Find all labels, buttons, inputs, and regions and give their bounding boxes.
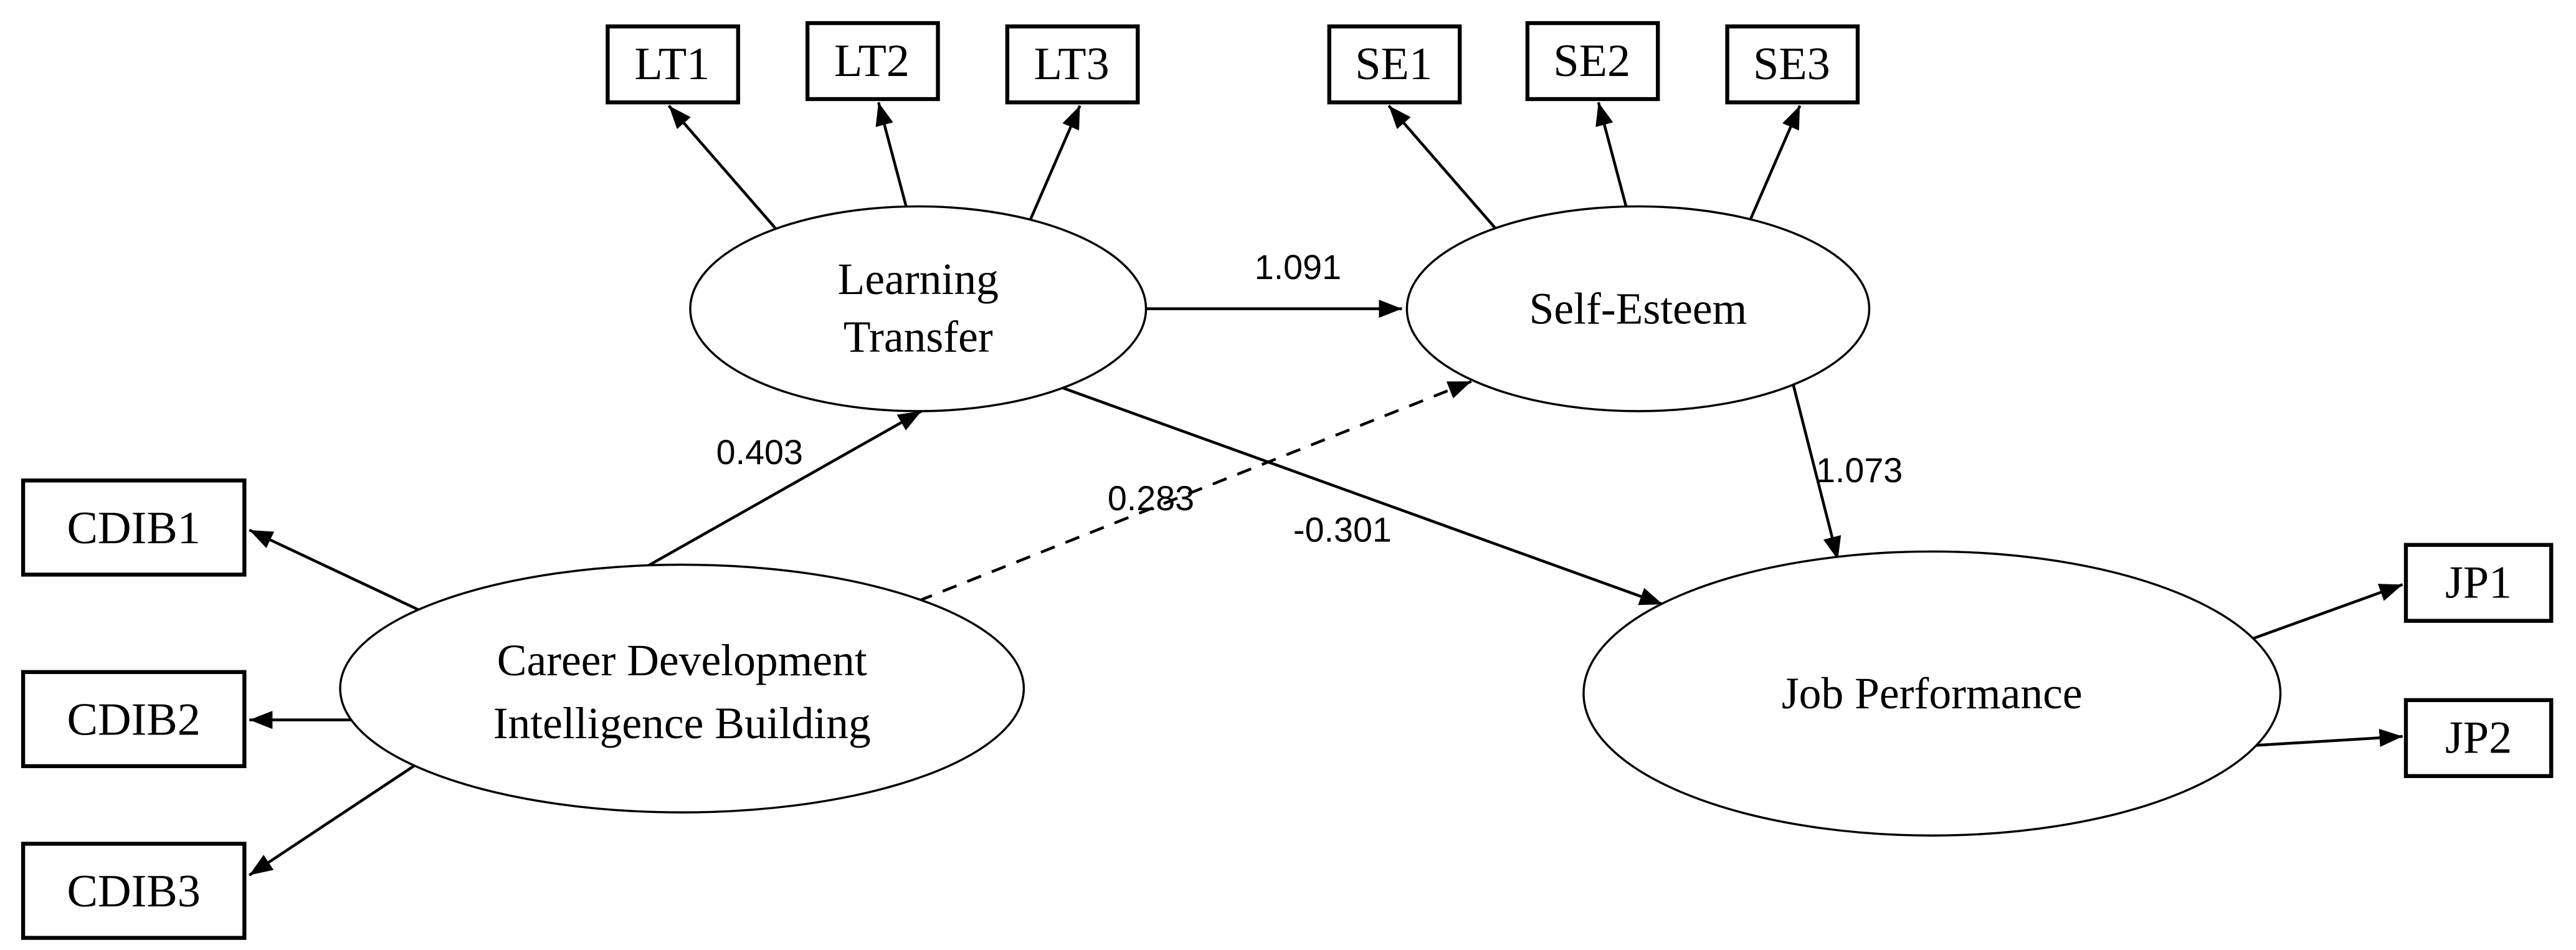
- cdib2-box: [21, 670, 247, 769]
- indicator-cdib1: CDIB1: [21, 478, 247, 577]
- indicator-se1: SE1: [1327, 24, 1462, 105]
- learning-transfer-ellipse: [689, 205, 1148, 412]
- lt2-label: LT2: [834, 36, 910, 87]
- cdib1-label: CDIB1: [67, 503, 201, 554]
- indicator-cdib3: CDIB3: [21, 842, 247, 940]
- se3-label: SE3: [1753, 39, 1830, 90]
- cdib2-label: CDIB2: [67, 695, 201, 746]
- arrow-se-to-se3: [1749, 105, 1802, 221]
- arrow-se-to-se1: [1387, 105, 1501, 234]
- lt3-label: LT3: [1034, 39, 1110, 90]
- path-se-to-jp: [1792, 384, 1842, 561]
- path-cdib-to-lt: [643, 410, 923, 569]
- cdib1-box: [21, 478, 247, 577]
- indicator-cdib2: CDIB2: [21, 670, 247, 769]
- coefficient-cdib-to-lt: 0.403: [716, 433, 803, 472]
- career-development-ellipse: [339, 563, 1025, 814]
- arrow-jp-to-jp2: [2239, 728, 2403, 748]
- indicator-lt3: LT3: [1005, 24, 1140, 105]
- jp1-label: JP1: [2445, 558, 2512, 609]
- coefficient-cdib-to-se: 0.283: [1108, 479, 1194, 518]
- latent-learning-transfer: Learning Transfer: [689, 205, 1148, 412]
- latent-career-development: Career Development Intelligence Building: [339, 563, 1025, 814]
- indicator-lt1: LT1: [606, 24, 741, 105]
- lt1-label: LT1: [634, 39, 710, 90]
- path-lt-to-jp: [1058, 385, 1663, 606]
- loading-arrows: [249, 102, 2403, 876]
- cdib3-box: [21, 842, 247, 940]
- structural-paths: 0.403 1.091 0.283 -0.301 1.073: [643, 248, 1903, 606]
- career-development-label-line1: Career Development: [497, 636, 867, 685]
- lt3-box: [1005, 24, 1140, 105]
- self-esteem-ellipse: [1405, 205, 1871, 412]
- jp2-label: JP2: [2445, 713, 2512, 764]
- se2-box: [1525, 21, 1660, 102]
- indicator-lt2: LT2: [805, 21, 940, 102]
- arrow-jp-to-jp1: [2241, 583, 2403, 644]
- se2-label: SE2: [1553, 36, 1630, 87]
- lt2-box: [805, 21, 940, 102]
- latent-job-performance: Job Performance: [1582, 550, 2282, 837]
- coefficient-se-to-jp: 1.073: [1816, 451, 1903, 490]
- arrow-se-to-se2: [1595, 102, 1628, 209]
- coefficient-lt-to-se: 1.091: [1255, 248, 1341, 287]
- job-performance-ellipse: [1582, 550, 2282, 837]
- job-performance-label: Job Performance: [1782, 669, 2083, 718]
- self-esteem-label: Self-Esteem: [1529, 285, 1747, 334]
- indicator-jp1: JP1: [2403, 543, 2554, 623]
- jp2-box: [2403, 698, 2554, 778]
- indicator-jp2: JP2: [2403, 698, 2554, 778]
- lt1-box: [606, 24, 741, 105]
- learning-transfer-label-line2: Transfer: [844, 313, 993, 362]
- learning-transfer-label-line1: Learning: [838, 255, 999, 304]
- coefficient-lt-to-jp: -0.301: [1293, 510, 1392, 549]
- se1-box: [1327, 24, 1462, 105]
- arrow-lt-to-lt1: [667, 105, 781, 234]
- se1-label: SE1: [1355, 39, 1432, 90]
- cdib3-label: CDIB3: [67, 866, 201, 917]
- arrow-lt-to-lt3: [1029, 105, 1081, 221]
- path-cdib-to-se-dashed: [917, 380, 1472, 602]
- latent-self-esteem: Self-Esteem: [1405, 205, 1871, 412]
- jp1-box: [2403, 543, 2554, 623]
- arrow-cdib-to-cdib3: [249, 763, 417, 876]
- se3-box: [1725, 24, 1860, 105]
- career-development-label-line2: Intelligence Building: [493, 699, 871, 748]
- arrow-cdib-to-cdib1: [249, 528, 422, 612]
- arrow-lt-to-lt2: [875, 102, 908, 209]
- indicator-se3: SE3: [1725, 24, 1860, 105]
- indicator-se2: SE2: [1525, 21, 1660, 102]
